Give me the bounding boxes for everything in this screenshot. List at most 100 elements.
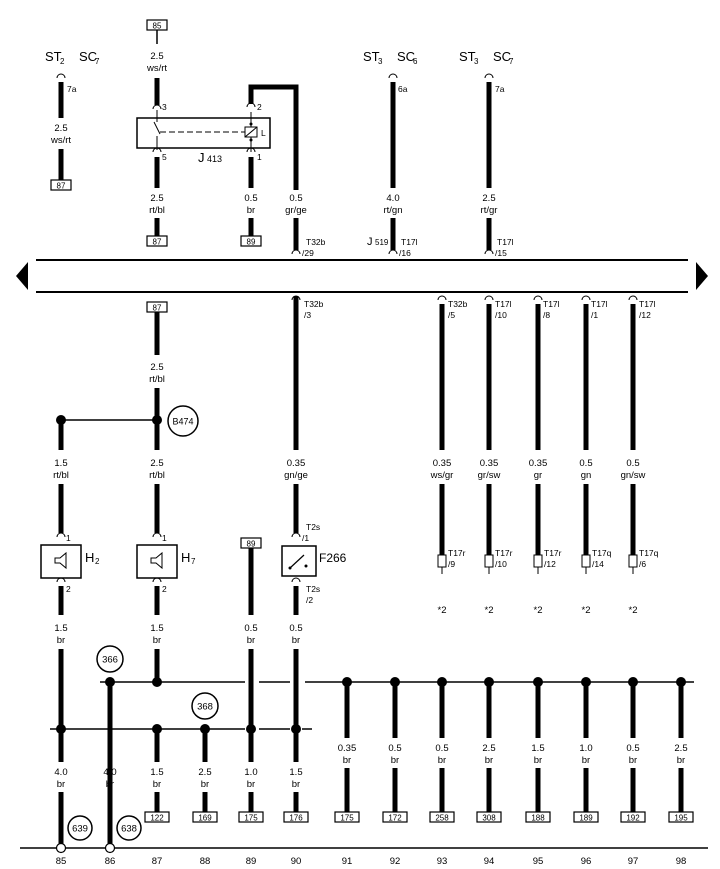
wire-size: 0.5 — [579, 458, 592, 469]
relay-coil-label: L — [261, 128, 266, 138]
wire-color: br — [391, 755, 399, 766]
connector-arc — [56, 73, 66, 79]
wire-size: 0.35 — [480, 458, 499, 469]
ground-point-638 — [116, 815, 142, 841]
connector-arc — [533, 295, 543, 301]
track-number: 95 — [533, 856, 544, 867]
bus-conn: T17l — [495, 299, 512, 309]
wire-color: br — [629, 755, 637, 766]
wire-color: rt/bl — [149, 374, 165, 385]
bus-line-95: T17l /8 0.35 gr T17r /12 *2 — [529, 295, 562, 616]
switch-icon — [289, 554, 305, 569]
bus-conn: T17l — [639, 299, 656, 309]
wire-size: 2.5 — [54, 123, 67, 134]
wire-color: br — [153, 779, 161, 790]
bus-conn: T17l — [543, 299, 560, 309]
wire-size: 2.5 — [150, 193, 163, 204]
wire-size: 0.5 — [626, 458, 639, 469]
switch-dot — [304, 564, 308, 568]
component-label-sub: 7 — [191, 557, 196, 566]
wire-size: 2.5 — [150, 362, 163, 373]
ref-box-label: 195 — [674, 814, 688, 823]
wire-size: 0.5 — [244, 623, 257, 634]
ref-box — [429, 811, 455, 823]
plug-note: *2 — [438, 605, 447, 616]
wire-color: rt/bl — [53, 470, 69, 481]
bus-line-96: T17l /1 0.5 gn T17q /14 *2 — [579, 295, 612, 616]
track-number: 88 — [200, 856, 211, 867]
ground-terminal — [55, 842, 67, 854]
bus-pin: /1 — [591, 310, 598, 320]
connector-pin: 7a — [495, 84, 505, 94]
wire-color: br — [438, 755, 446, 766]
horn-h2 — [40, 544, 82, 579]
junction-dot — [152, 415, 162, 425]
component-label: F266 — [319, 551, 347, 565]
wire-color: br — [343, 755, 351, 766]
connector-arc — [152, 532, 162, 538]
ground-terminal — [104, 842, 116, 854]
connector-arc — [291, 532, 301, 538]
connector-arc — [484, 295, 494, 301]
plug-conn: T17q — [592, 548, 612, 558]
wire-size: 0.5 — [289, 623, 302, 634]
ref-box-label: 87 — [153, 238, 162, 247]
wire-color: rt/gn — [383, 205, 402, 216]
ground-point-639 — [67, 815, 93, 841]
connector-arc — [437, 295, 447, 301]
ref-box — [668, 811, 694, 823]
wire-color: br — [534, 755, 542, 766]
ref-box — [334, 811, 360, 823]
junction-dot — [56, 415, 66, 425]
bus-pin: /29 — [302, 248, 314, 258]
bus-pin: /5 — [448, 310, 455, 320]
connector-arc — [246, 147, 256, 153]
component-label: H — [181, 550, 190, 565]
plug-conn: T17q — [639, 548, 659, 558]
ground-point-label: 368 — [197, 702, 213, 713]
ref-box — [525, 811, 551, 823]
wire-size: 0.35 — [338, 743, 357, 754]
component-pin: /2 — [306, 595, 313, 605]
wire-size: 2.5 — [198, 767, 211, 778]
connector-arc — [388, 73, 398, 79]
ref-box — [620, 811, 646, 823]
bus-conn: T17l — [401, 237, 418, 247]
ref-box-label: 188 — [531, 814, 545, 823]
bus-pin: /3 — [304, 310, 311, 320]
connector-sc-sub: 7 — [95, 57, 100, 66]
horn-icon — [150, 551, 163, 570]
ref-box-label: 122 — [150, 814, 164, 823]
track-number: 90 — [291, 856, 302, 867]
ref-box-label: 175 — [340, 814, 354, 823]
ref-box — [144, 811, 170, 823]
wire-color: br — [247, 779, 255, 790]
bus-pin: /10 — [495, 310, 507, 320]
component-label-sub: 2 — [95, 557, 100, 566]
wire-color: br — [57, 635, 65, 646]
ref-box-label: 87 — [153, 304, 162, 313]
ref-box — [283, 811, 309, 823]
wire-size: 0.5 — [435, 743, 448, 754]
plug-note: *2 — [629, 605, 638, 616]
ref-box — [382, 811, 408, 823]
ref-box-label: 192 — [626, 814, 640, 823]
wire-size: 2.5 — [150, 51, 163, 62]
connector-st-label: ST — [459, 49, 476, 64]
wire-color: ws/rt — [50, 135, 71, 146]
relay-dot — [249, 138, 253, 142]
wire-color: gn — [581, 470, 592, 481]
wire-color: gr/sw — [478, 470, 501, 481]
wire-size: 1.5 — [150, 623, 163, 634]
relay-pin: 5 — [162, 152, 167, 162]
plug — [533, 554, 543, 568]
wire-color: ws/gr — [430, 470, 454, 481]
plug-pin: /14 — [592, 559, 604, 569]
ground-point-label: 638 — [121, 824, 137, 835]
wire-size: 2.5 — [150, 458, 163, 469]
module-label-sub: 519 — [375, 238, 389, 247]
wire-color: br — [201, 779, 209, 790]
connector-arc — [152, 147, 162, 153]
connector-st3a: ST 3 SC 6 6a — [363, 49, 418, 94]
